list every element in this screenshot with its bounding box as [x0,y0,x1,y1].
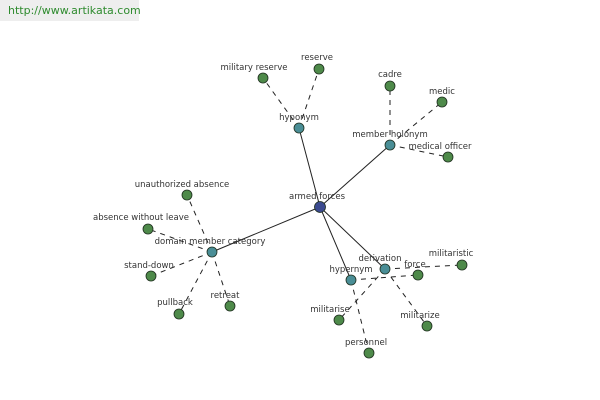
node-reserve[interactable] [313,63,325,75]
node-label-retreat[interactable]: retreat [211,291,241,301]
node-military-reserve[interactable] [257,72,269,84]
node-label-domain-member-category[interactable]: domain member category [155,237,266,247]
node-label-personnel[interactable]: personnel [345,338,387,348]
node-label-militarise[interactable]: militarise [310,305,349,315]
node-unauthorized-absence[interactable] [181,189,193,201]
edge-hypernym [319,206,352,281]
node-force[interactable] [412,269,424,281]
edge-absence-without-leave [147,228,213,253]
edge-force [350,274,419,281]
labels: armed forces hyponym member holonym domain … [93,53,474,348]
node-retreat[interactable] [224,300,236,312]
node-label-derivation[interactable]: derivation [358,254,401,264]
node-label-reserve[interactable]: reserve [301,53,333,63]
node-label-stand-down[interactable]: stand-down [124,261,174,271]
edge-unauthorized-absence [186,194,213,253]
edge-hyponym [298,127,321,208]
edge-medic [389,101,443,146]
node-absence-without-leave[interactable] [142,223,154,235]
edge-reserve [298,68,320,129]
edge-pullback [178,251,213,315]
node-stand-down[interactable] [145,270,157,282]
node-label-force[interactable]: force [404,260,425,270]
node-militaristic[interactable] [456,259,468,271]
edge-domain-member-category [211,206,321,253]
node-militarize[interactable] [421,320,433,332]
edge-derivation [319,206,386,270]
node-hypernym[interactable] [345,274,357,286]
node-member-holonym[interactable] [384,139,396,151]
edge-militarise [338,268,386,321]
edge-militaristic [384,264,463,270]
edge-militarize [384,268,428,327]
node-center-armed-forces[interactable] [314,201,326,213]
node-label-militarize[interactable]: militarize [400,311,439,321]
node-domain-member-category[interactable] [206,246,218,258]
node-medic[interactable] [436,96,448,108]
node-label-hyponym[interactable]: hyponym [279,113,319,123]
node-derivation[interactable] [379,263,391,275]
node-label-member-holonym[interactable]: member holonym [352,130,427,140]
node-hyponym[interactable] [293,122,305,134]
node-label-cadre[interactable]: cadre [378,70,402,80]
node-label-medic[interactable]: medic [429,87,455,97]
node-label-pullback[interactable]: pullback [157,298,193,308]
node-militarise[interactable] [333,314,345,326]
edge-stand-down [150,251,213,277]
node-label-medical-officer[interactable]: medical officer [408,142,472,152]
node-medical-officer[interactable] [442,151,454,163]
edges [147,68,463,354]
node-personnel[interactable] [363,347,375,359]
site-url-link[interactable]: http://www.artikata.com [8,4,141,17]
node-label-military-reserve[interactable]: military reserve [220,63,287,73]
node-label-militaristic[interactable]: militaristic [429,249,474,259]
edge-military-reserve [262,77,300,129]
node-cadre[interactable] [384,80,396,92]
node-label-unauthorized-absence[interactable]: unauthorized absence [135,180,230,190]
node-label-absence-without-leave[interactable]: absence without leave [93,213,189,223]
edge-member-holonym [319,144,391,208]
node-label-hypernym[interactable]: hypernym [329,265,372,275]
node-pullback[interactable] [173,308,185,320]
nodes [142,63,468,359]
node-label-armed-forces[interactable]: armed forces [289,192,346,202]
edge-personnel [350,279,370,354]
url-bar: http://www.artikata.com [0,0,141,21]
